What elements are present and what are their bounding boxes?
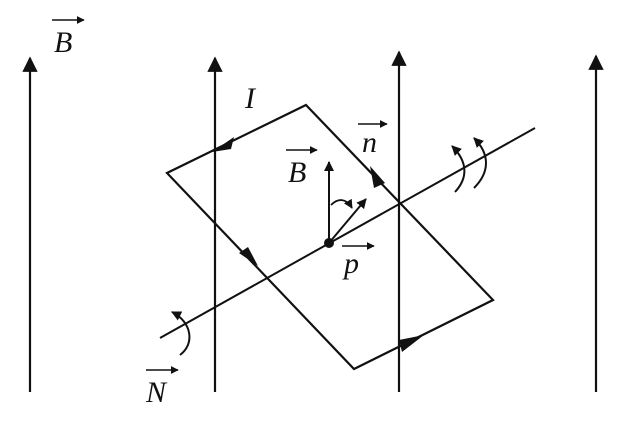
moment-vector bbox=[328, 198, 367, 244]
current-label: I bbox=[244, 82, 257, 115]
current-direction-arrows bbox=[212, 137, 424, 352]
label-field-outer: B bbox=[52, 16, 85, 59]
moment-label: p bbox=[342, 247, 359, 280]
rotation-axis bbox=[159, 127, 536, 339]
label-torque: N bbox=[145, 366, 179, 409]
rotation-arrow-upper-1 bbox=[451, 145, 466, 193]
field-lines bbox=[22, 50, 604, 392]
rotation-arrows-right bbox=[451, 137, 487, 193]
angle-arc bbox=[330, 198, 353, 209]
field-outer-label: B bbox=[54, 26, 72, 59]
label-moment: p bbox=[342, 242, 375, 280]
current-loop bbox=[165, 103, 495, 371]
rotation-arrow-upper-2 bbox=[473, 137, 487, 189]
rotation-arrow-lower bbox=[171, 311, 191, 356]
normal-label: n bbox=[362, 126, 377, 159]
field-inner-label: B bbox=[288, 156, 306, 189]
label-field-inner: B bbox=[286, 146, 318, 189]
current-arrow-bottom bbox=[399, 335, 424, 352]
center-vectors bbox=[324, 161, 367, 248]
current-arrow-right bbox=[370, 166, 385, 188]
current-arrow-top bbox=[212, 137, 234, 152]
torque-label: N bbox=[145, 376, 168, 409]
current-arrow-left bbox=[239, 247, 258, 266]
center-point bbox=[324, 238, 334, 248]
label-normal: n bbox=[358, 120, 388, 159]
